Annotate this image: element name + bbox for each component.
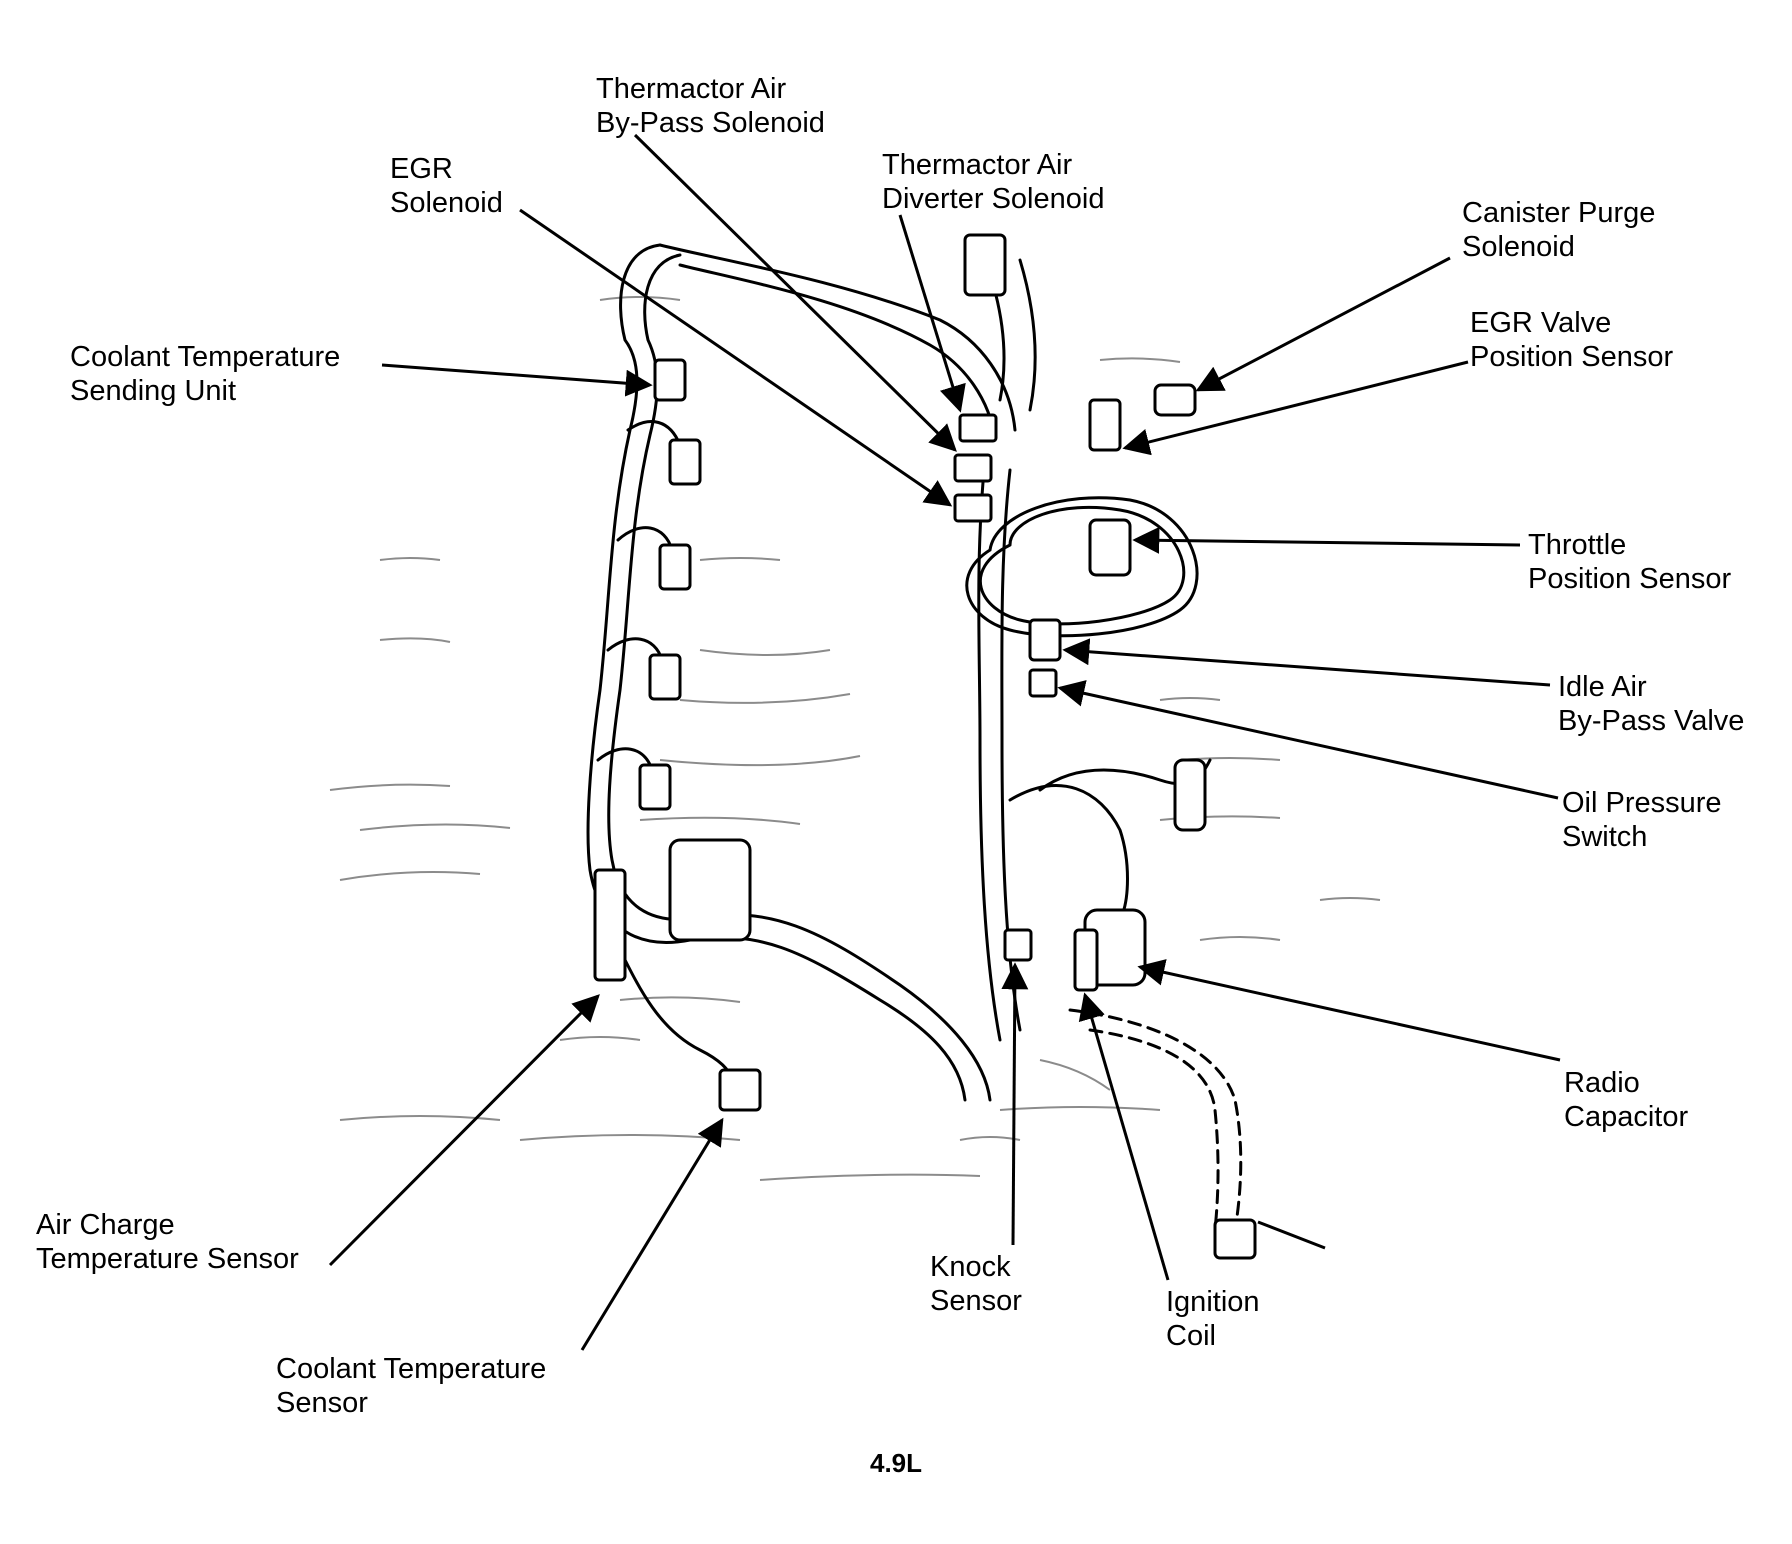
label-coolant-sending-unit: Coolant Temperature Sending Unit [70,341,341,407]
connector-egr-valve-position [1088,398,1122,452]
label-knock-sensor: Knock Sensor [930,1251,1022,1317]
connector-lower-right [1213,1218,1257,1260]
leader-canister-purge [1195,256,1451,392]
label-air-charge-temp: Air Charge Temperature Sensor [36,1209,299,1275]
leader-coolant-sending-unit [381,363,653,397]
label-thermactor-diverter: Thermactor Air Diverter Solenoid [882,149,1105,215]
leader-coolant-temp-sensor [580,1117,724,1351]
connector-top [963,233,1007,297]
connector-left-1 [668,438,702,486]
leader-idle-air [1062,638,1551,687]
connector-diverter-solenoid [958,413,998,443]
leader-egr-solenoid [519,208,953,507]
label-egr-valve-position: EGR Valve Position Sensor [1470,307,1674,373]
leader-lower-right [1257,1220,1326,1250]
connector-throttle-position [1088,518,1132,577]
leader-lines [328,133,1561,1351]
leader-oil-pressure [1057,680,1559,800]
label-coolant-temp-sensor: Coolant Temperature Sensor [276,1353,547,1419]
label-ignition-coil: Ignition Coil [1166,1286,1260,1352]
connector-canister-purge [1153,383,1197,417]
leader-thermactor-diverter [898,214,966,413]
connector-egr-solenoid [953,493,993,523]
connector-coolant-sensor [718,1068,762,1112]
connector-knock-sensor [1003,928,1033,962]
label-idle-air-bypass: Idle Air By-Pass Valve [1558,671,1745,737]
connector-left-3 [648,653,682,701]
connector-air-charge [593,868,627,982]
connector-bypass-solenoid [953,453,993,483]
connector-right-branch [1173,758,1207,832]
label-thermactor-bypass: Thermactor Air By-Pass Solenoid [596,73,825,139]
connector-left-2 [658,543,692,591]
label-canister-purge: Canister Purge Solenoid [1462,197,1656,263]
label-radio-capacitor: Radio Capacitor [1564,1067,1689,1133]
connector-main-block [668,838,752,942]
leader-thermactor-bypass [633,133,957,452]
leader-egr-valve-position [1122,360,1469,456]
connector-oil-pressure [1028,668,1058,698]
leader-ignition-coil [1078,992,1170,1281]
connector-ignition-coil [1073,928,1099,992]
leader-throttle-position [1132,526,1521,554]
engine-caption: 4.9L [869,1448,923,1478]
harness-connectors [593,233,1257,1260]
connector-left-4 [638,763,672,811]
label-throttle-position: Throttle Position Sensor [1528,529,1732,595]
leader-air-charge [328,994,600,1267]
connector-coolant-sending-unit [653,358,687,402]
connector-idle-air [1028,618,1062,662]
engine-background [329,296,1381,1181]
label-oil-pressure: Oil Pressure Switch [1562,787,1722,853]
label-egr-solenoid: EGR Solenoid [390,153,503,219]
leader-knock-sensor [1001,962,1029,1246]
leader-radio-capacitor [1137,959,1561,1062]
